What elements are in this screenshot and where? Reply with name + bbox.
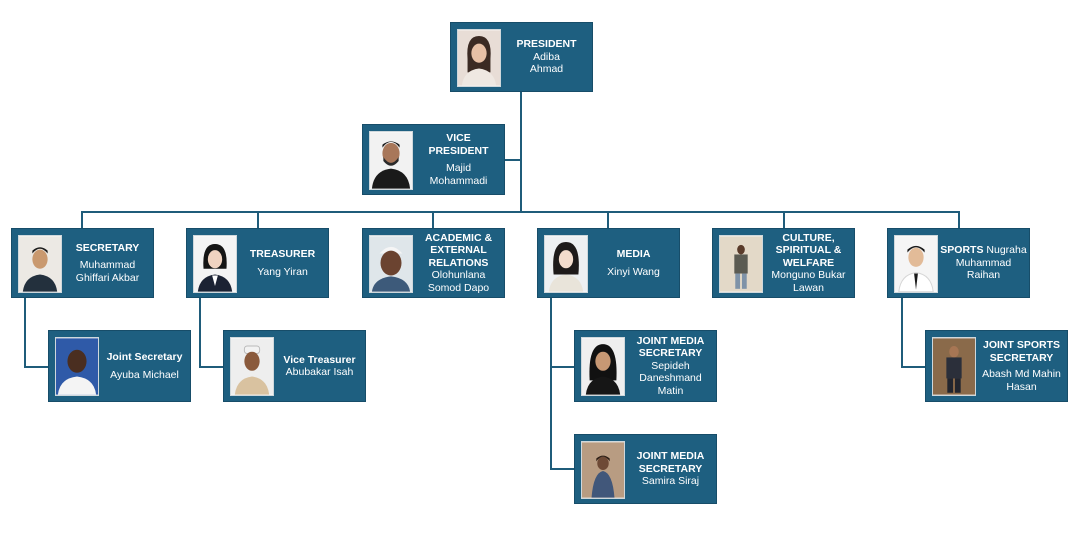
culture-role-line2: SPIRITUAL & (775, 244, 842, 257)
joint-sports-role-line2: SECRETARY (989, 351, 1054, 364)
treasurer-photo (193, 235, 237, 293)
sports-card: SPORTS Nugraha Muhammad Raihan (887, 228, 1030, 298)
person-photo-icon (56, 338, 98, 395)
culture-name-line1: Monguno Bukar (771, 269, 846, 282)
secretary-card: SECRETARY Muhammad Ghiffari Akbar (11, 228, 154, 298)
sports-name-first: Nugraha (986, 244, 1027, 257)
person-photo-icon (458, 30, 500, 86)
joint-sports-photo (932, 337, 976, 396)
culture-photo (719, 235, 763, 293)
media-card: MEDIA Xinyi Wang (537, 228, 680, 298)
academic-name-line1: Olohunlana (431, 269, 486, 282)
media-role: MEDIA (616, 248, 651, 260)
joint-secretary-role: Joint Secretary (106, 351, 183, 363)
academic-role-line2: EXTERNAL (430, 244, 487, 257)
joint-media-1-photo (581, 337, 625, 396)
culture-role-line1: CULTURE, (782, 231, 835, 244)
joint-secretary-name-line1: Ayuba Michael (110, 368, 179, 381)
person-photo-icon (895, 236, 937, 292)
vice-treasurer-role: Vice Treasurer (283, 353, 356, 366)
joint-sports-secretary-card: JOINT SPORTS SECRETARY Abash Md Mahin Ha… (925, 330, 1068, 402)
vice-president-name-line2: Mohammadi (429, 174, 488, 187)
president-name-first: Adiba (533, 50, 560, 63)
secretary-role: SECRETARY (75, 241, 140, 254)
culture-role-line3: WELFARE (782, 256, 835, 269)
treasurer-role: TREASURER (249, 248, 316, 260)
sports-name-line2: Muhammad (955, 256, 1012, 269)
academic-role-line1: ACADEMIC & (424, 231, 493, 244)
culture-spiritual-welfare-card: CULTURE, SPIRITUAL & WELFARE Monguno Buk… (712, 228, 855, 298)
vice-president-photo (369, 131, 413, 190)
person-photo-icon (231, 338, 273, 395)
joint-sports-name-line2: Hasan (1006, 380, 1037, 393)
joint-media-secretary-1-card: JOINT MEDIA SECRETARY Sepideh Daneshmand… (574, 330, 717, 402)
treasurer-card: TREASURER Yang Yiran (186, 228, 329, 298)
joint-media-2-photo (581, 441, 625, 499)
vice-president-role: VICE PRESIDENT (428, 132, 489, 157)
academic-photo (369, 235, 413, 293)
president-name-last: Ahmad (529, 63, 564, 76)
person-photo-icon (370, 236, 412, 292)
vice-treasurer-name-line1: Abubakar Isah (285, 366, 354, 378)
secretary-photo (18, 235, 62, 293)
secretary-name-line2: Ghiffari Akbar (75, 271, 140, 284)
person-photo-icon (582, 338, 624, 395)
joint-media-1-name-line3: Matin (657, 384, 684, 397)
joint-secretary-card: Joint Secretary Ayuba Michael (48, 330, 191, 402)
treasurer-name-line1: Yang Yiran (257, 265, 308, 278)
person-photo-icon (194, 236, 236, 292)
joint-media-2-role-line1: JOINT MEDIA (636, 450, 705, 463)
academic-external-relations-card: ACADEMIC & EXTERNAL RELATIONS Olohunlana… (362, 228, 505, 298)
vice-president-card: VICE PRESIDENT Majid Mohammadi (362, 124, 505, 195)
joint-media-secretary-2-card: JOINT MEDIA SECRETARY Samira Siraj (574, 434, 717, 504)
academic-role-line3: RELATIONS (428, 256, 489, 269)
joint-media-1-role-line2: SECRETARY (638, 347, 703, 360)
joint-sports-name-line1: Abash Md Mahin (982, 368, 1061, 380)
joint-sports-role-line1: JOINT SPORTS (982, 339, 1060, 351)
person-photo-icon (582, 442, 624, 498)
academic-name-line2: Somod Dapo (427, 281, 490, 294)
person-photo-icon (19, 236, 61, 292)
media-name-line1: Xinyi Wang (607, 265, 660, 278)
president-photo (457, 29, 501, 87)
joint-media-1-role-line1: JOINT MEDIA (636, 334, 705, 347)
joint-media-2-name-line1: Samira Siraj (641, 475, 700, 488)
culture-name-line2: Lawan (793, 281, 824, 294)
media-photo (544, 235, 588, 293)
joint-secretary-photo (55, 337, 99, 396)
person-photo-icon (370, 132, 412, 189)
sports-role: SPORTS (940, 244, 984, 257)
president-role: PRESIDENT (516, 38, 577, 51)
joint-media-2-role-line2: SECRETARY (638, 462, 703, 475)
vice-treasurer-photo (230, 337, 274, 396)
person-photo-icon (933, 338, 975, 395)
president-card: PRESIDENT Adiba Ahmad (450, 22, 593, 92)
person-photo-icon (545, 236, 587, 292)
secretary-name-line1: Muhammad (79, 259, 136, 272)
sports-name-line3: Raihan (966, 269, 1001, 282)
joint-media-1-name-line2: Daneshmand (639, 372, 702, 385)
sports-photo (894, 235, 938, 293)
joint-media-1-name-line1: Sepideh (651, 359, 690, 372)
person-photo-icon (720, 236, 762, 292)
vice-president-name-line1: Majid (445, 162, 472, 174)
vice-treasurer-card: Vice Treasurer Abubakar Isah (223, 330, 366, 402)
